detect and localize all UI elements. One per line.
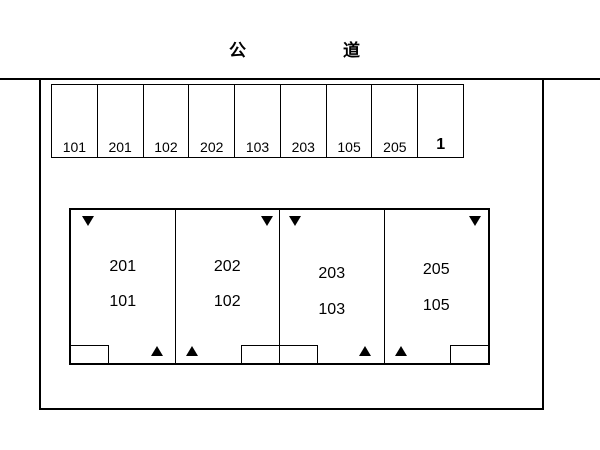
entrance-marker-icon: [394, 346, 407, 356]
parking-space-103: 103: [235, 85, 281, 157]
entrance-marker-icon: [359, 346, 371, 356]
parking-space-201: 201: [98, 85, 144, 157]
unit-202-102: 202 102: [176, 210, 280, 363]
parking-row: 101 201 102 202 103 203 105 205 1: [51, 84, 464, 158]
parking-space-label: 202: [200, 139, 224, 155]
parking-space-label: 205: [383, 139, 407, 155]
parking-space-label: 105: [337, 139, 361, 155]
unit-upper-number: 201: [109, 258, 137, 275]
unit-lower-number: 102: [213, 293, 241, 310]
entrance-marker-icon: [151, 346, 163, 356]
road-label: 公 道: [229, 41, 400, 61]
parking-space-202: 202: [189, 85, 236, 157]
parking-space-label: 203: [291, 139, 315, 155]
entrance-marker-icon: [261, 216, 273, 226]
entrance-marker-icon: [289, 216, 301, 226]
lot-boundary: [39, 78, 544, 410]
unit-box: [280, 345, 318, 363]
parking-space-1: 1: [418, 85, 463, 157]
entrance-marker-icon: [185, 346, 198, 356]
unit-upper-number: 205: [422, 261, 450, 278]
parking-space-101: 101: [52, 85, 98, 157]
unit-box: [450, 345, 488, 363]
unit-box: [71, 345, 109, 363]
parking-space-102: 102: [144, 85, 190, 157]
entrance-marker-icon: [82, 216, 94, 226]
unit-203-103: 203 103: [280, 210, 385, 363]
unit-upper-number: 202: [213, 258, 241, 275]
parking-space-205: 205: [372, 85, 419, 157]
unit-205-105: 205 105: [385, 210, 488, 363]
parking-space-105: 105: [327, 85, 373, 157]
parking-space-label: 1: [436, 136, 446, 153]
parking-space-label: 101: [62, 139, 87, 155]
building: 201 101 202 102 203 103 205 105: [69, 208, 490, 365]
parking-space-203: 203: [281, 85, 327, 157]
unit-201-101: 201 101: [71, 210, 176, 363]
unit-upper-number: 203: [318, 265, 346, 282]
parking-space-label: 103: [245, 139, 270, 155]
road-boundary-line: [0, 78, 600, 80]
parking-space-label: 102: [154, 139, 178, 155]
unit-box: [241, 345, 279, 363]
entrance-marker-icon: [469, 216, 481, 226]
unit-lower-number: 103: [318, 301, 346, 318]
unit-lower-number: 101: [109, 293, 137, 310]
unit-lower-number: 105: [422, 297, 450, 314]
parking-space-label: 201: [108, 139, 132, 155]
